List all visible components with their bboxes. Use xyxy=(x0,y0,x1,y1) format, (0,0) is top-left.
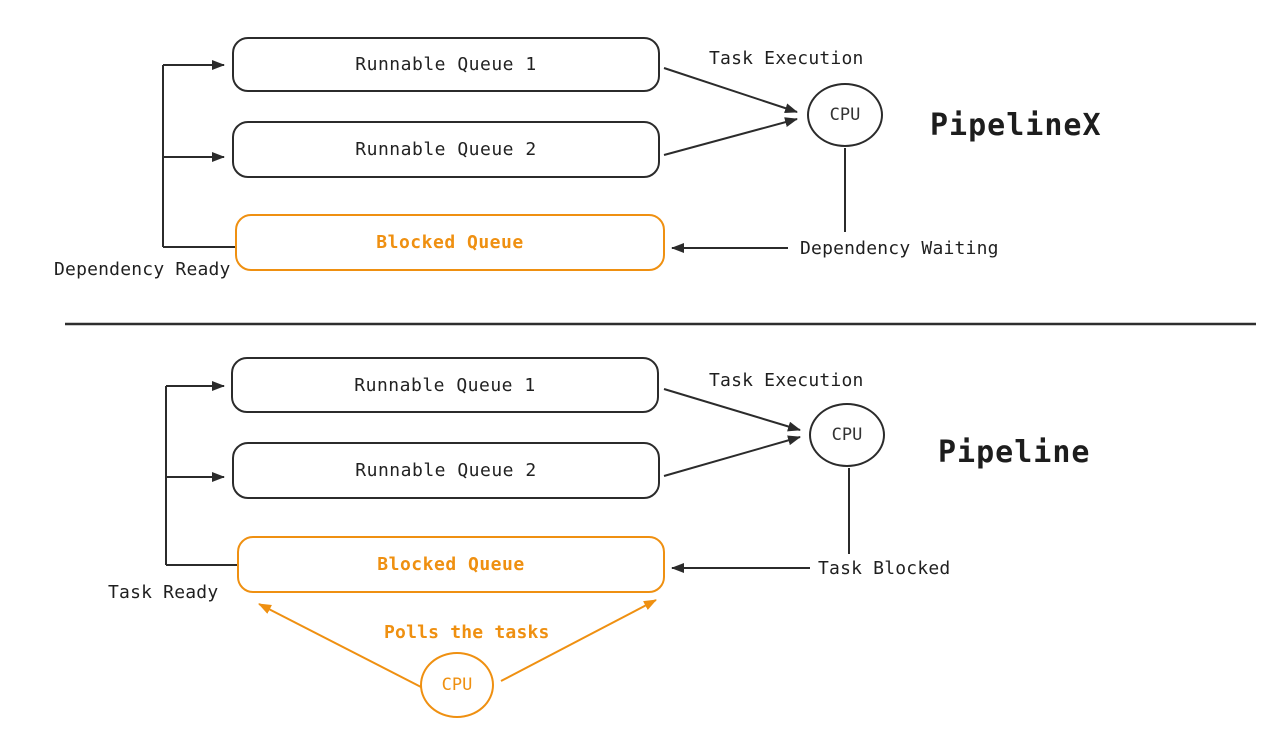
top-section-title: PipelineX xyxy=(930,108,1102,143)
bottom-runnable-queue-1-box: Runnable Queue 1 xyxy=(231,357,659,413)
top-queue1-to-cpu-arrow xyxy=(663,67,798,113)
bottom-blocked-queue-label: Blocked Queue xyxy=(377,554,525,575)
task-blocked-label: Task Blocked xyxy=(818,558,951,579)
bottom-section-title: Pipeline xyxy=(938,435,1091,470)
top-cpu-node: CPU xyxy=(807,83,883,147)
top-runnable-queue-2-box: Runnable Queue 2 xyxy=(232,121,660,178)
polls-the-tasks-label: Polls the tasks xyxy=(384,622,550,643)
bottom-cpu-label: CPU xyxy=(831,425,863,445)
top-runnable-queue-1-box: Runnable Queue 1 xyxy=(232,37,660,92)
bottom-runnable-queue-2-label: Runnable Queue 2 xyxy=(355,460,537,481)
top-blocked-queue-label: Blocked Queue xyxy=(376,232,524,253)
poller-cpu-node: CPU xyxy=(420,652,494,718)
poller-left-arrow xyxy=(258,603,422,688)
bottom-blocked-queue-box: Blocked Queue xyxy=(237,536,665,593)
top-cpu-label: CPU xyxy=(829,105,861,125)
poller-right-arrow xyxy=(500,599,657,682)
bottom-task-execution-label: Task Execution xyxy=(709,370,864,391)
bottom-runnable-queue-1-label: Runnable Queue 1 xyxy=(354,374,536,396)
top-runnable-queue-1-label: Runnable Queue 1 xyxy=(355,54,537,75)
task-ready-label: Task Ready xyxy=(108,582,219,603)
top-queue2-to-cpu-arrow xyxy=(663,117,798,156)
dependency-waiting-label: Dependency Waiting xyxy=(800,238,999,259)
bottom-cpu-node: CPU xyxy=(809,403,885,467)
top-task-execution-label: Task Execution xyxy=(709,48,864,69)
bottom-queue1-to-cpu-arrow xyxy=(663,388,801,432)
dependency-ready-label: Dependency Ready xyxy=(54,259,231,280)
top-blocked-queue-box: Blocked Queue xyxy=(235,214,665,271)
top-runnable-queue-2-label: Runnable Queue 2 xyxy=(355,139,537,160)
bottom-runnable-queue-2-box: Runnable Queue 2 xyxy=(232,442,660,499)
bottom-queue2-to-cpu-arrow xyxy=(663,435,801,477)
poller-cpu-label: CPU xyxy=(441,675,473,695)
